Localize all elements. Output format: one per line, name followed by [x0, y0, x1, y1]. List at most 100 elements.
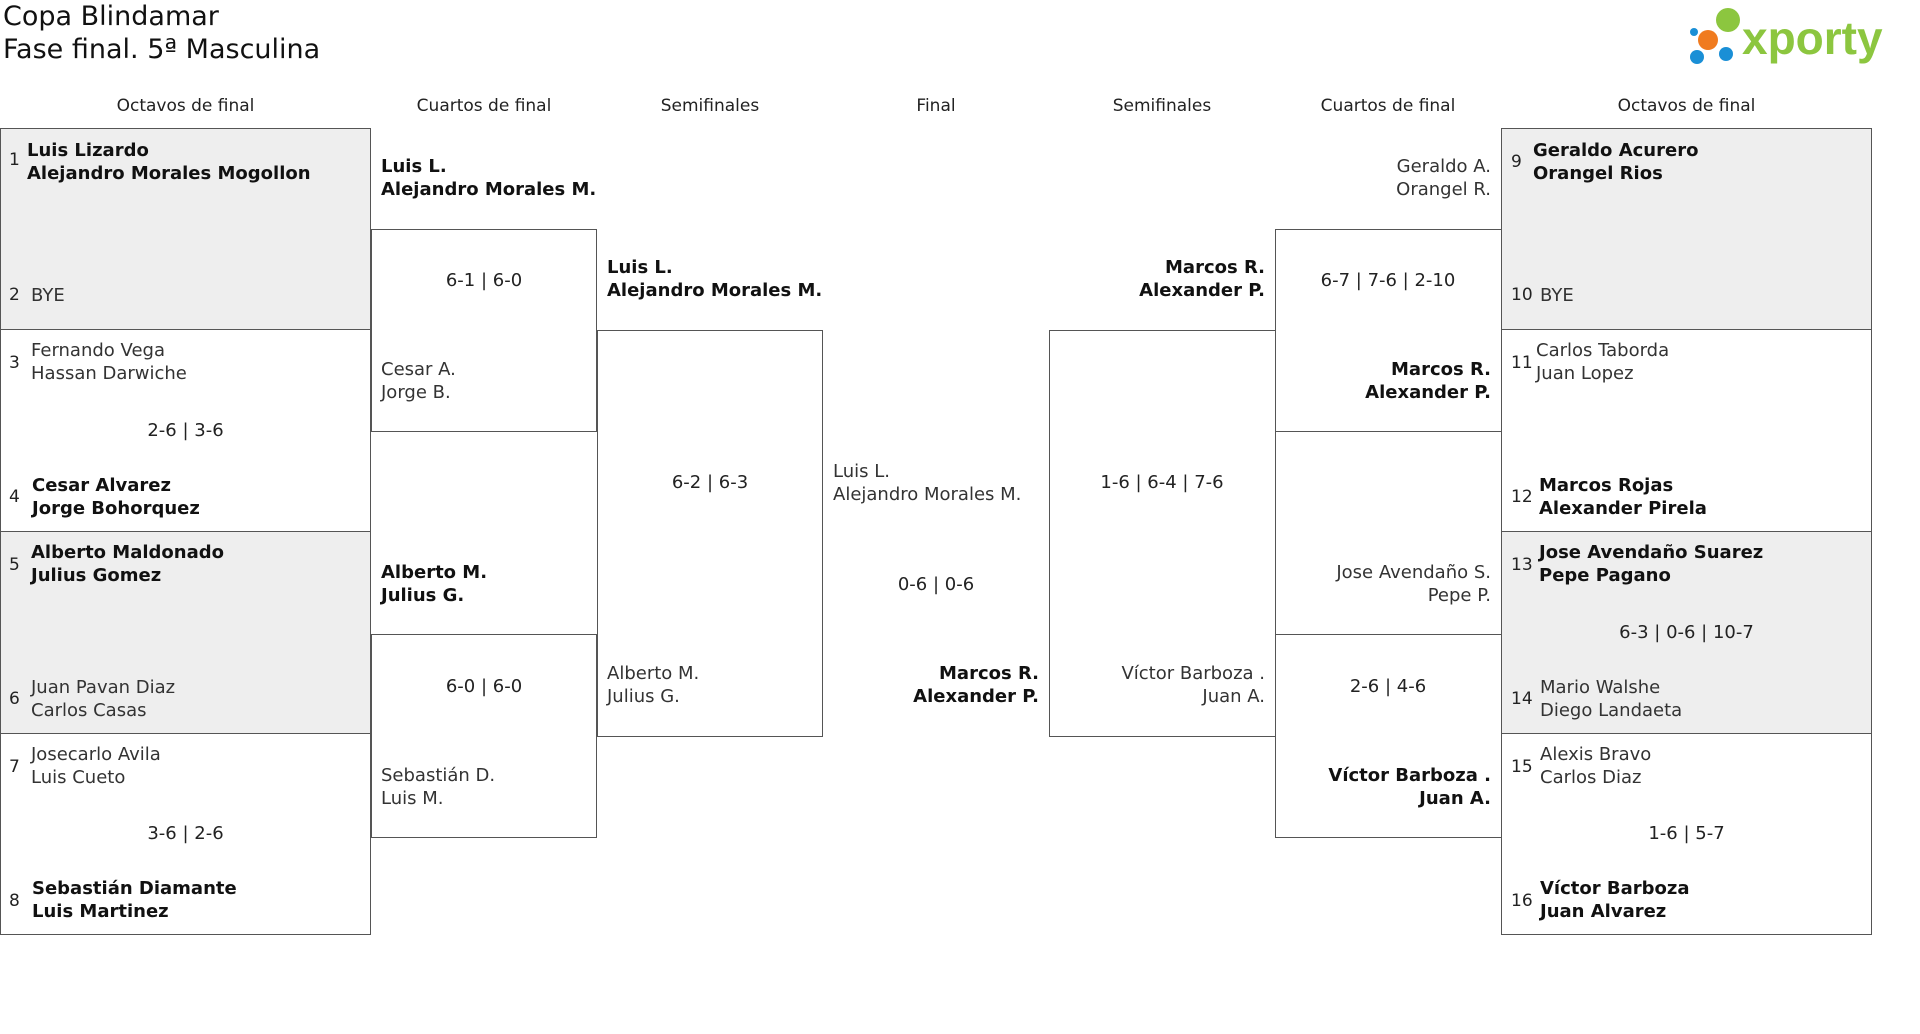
r16-left-match-4[interactable]	[0, 733, 371, 935]
sf-right-match[interactable]	[1049, 330, 1276, 737]
player-name: Marcos R.	[1165, 257, 1265, 278]
player-name: Víctor Barboza .	[1328, 765, 1491, 786]
player-name: Luis Lizardo	[27, 140, 149, 161]
sf-left-team-b[interactable]: Alberto M. Julius G.	[607, 662, 699, 708]
player-name: Fernando Vega	[31, 340, 165, 361]
seed-number: 7	[9, 757, 20, 777]
team-slot[interactable]: Alberto Maldonado Julius Gomez	[31, 541, 224, 587]
logo-dot-blue-small	[1690, 50, 1704, 64]
bye-label: BYE	[31, 285, 65, 306]
sf-right-team-a[interactable]: Marcos R. Alexander P.	[1049, 256, 1265, 302]
team-slot[interactable]: Marcos Rojas Alexander Pirela	[1539, 474, 1707, 520]
player-name: Carlos Taborda	[1536, 340, 1670, 361]
r16-right-match-1[interactable]	[1501, 128, 1872, 330]
seed-number: 8	[9, 891, 20, 911]
seed-number: 13	[1511, 555, 1533, 575]
seed-number: 14	[1511, 689, 1533, 709]
team-slot[interactable]: Víctor Barboza Juan Alvarez	[1540, 877, 1690, 923]
player-name: Luis M.	[381, 788, 444, 809]
player-name: Sebastián D.	[381, 765, 496, 786]
player-name: Carlos Diaz	[1540, 767, 1642, 788]
team-slot[interactable]: BYE	[31, 284, 65, 307]
match-score: 6-0 | 6-0	[445, 676, 523, 697]
r16-right-match-4[interactable]	[1501, 733, 1872, 935]
team-slot[interactable]: BYE	[1540, 284, 1574, 307]
seed-number: 10	[1511, 285, 1533, 305]
r16-left-match-1[interactable]	[0, 128, 371, 330]
player-name: Juan Pavan Diaz	[31, 677, 176, 698]
team-slot[interactable]: Geraldo Acurero Orangel Rios	[1533, 139, 1698, 185]
final-team-a[interactable]: Luis L. Alejandro Morales M.	[833, 460, 1021, 506]
player-name: Juan Alvarez	[1540, 901, 1667, 922]
match-score: 6-3 | 0-6 | 10-7	[1619, 622, 1754, 643]
qf-right-1-team-b[interactable]: Marcos R. Alexander P.	[1275, 358, 1491, 404]
player-name: Cesar A.	[381, 359, 456, 380]
team-slot[interactable]: Jose Avendaño Suarez Pepe Pagano	[1539, 541, 1763, 587]
team-slot[interactable]: Fernando Vega Hassan Darwiche	[31, 339, 187, 385]
logo-dot-green	[1716, 8, 1740, 32]
qf-left-match-1[interactable]	[371, 229, 597, 432]
team-slot[interactable]: Luis Lizardo Alejandro Morales Mogollon	[27, 139, 311, 185]
player-name: Carlos Casas	[31, 700, 147, 721]
player-name: Marcos R.	[1391, 359, 1491, 380]
seed-number: 5	[9, 555, 20, 575]
player-name: Alexander Pirela	[1539, 498, 1707, 519]
team-slot[interactable]: Juan Pavan Diaz Carlos Casas	[31, 676, 175, 722]
player-name: Luis L.	[381, 156, 447, 177]
player-name: Alberto M.	[607, 663, 700, 684]
team-slot[interactable]: Josecarlo Avila Luis Cueto	[31, 743, 161, 789]
col-head-right-qf: Cuartos de final	[1320, 96, 1456, 116]
team-slot[interactable]: Cesar Alvarez Jorge Bohorquez	[32, 474, 200, 520]
xporty-logo[interactable]: xporty	[1690, 2, 1920, 74]
match-score: 2-6 | 4-6	[1349, 676, 1427, 697]
player-name: Geraldo A.	[1396, 156, 1491, 177]
team-slot[interactable]: Alexis Bravo Carlos Diaz	[1540, 743, 1651, 789]
player-name: Mario Walshe	[1540, 677, 1661, 698]
player-name: Alejandro Morales M.	[607, 280, 823, 301]
qf-right-2-team-b[interactable]: Víctor Barboza . Juan A.	[1275, 764, 1491, 810]
player-name: Jose Avendaño Suarez	[1539, 542, 1764, 563]
tournament-title: Copa Blindamar	[3, 1, 219, 32]
qf-right-2-team-a[interactable]: Jose Avendaño S. Pepe P.	[1275, 561, 1491, 607]
phase-subtitle: Fase final. 5ª Masculina	[3, 34, 321, 65]
seed-number: 1	[9, 150, 20, 170]
qf-left-2-team-b[interactable]: Sebastián D. Luis M.	[381, 764, 495, 810]
player-name: Víctor Barboza .	[1121, 663, 1265, 684]
qf-left-1-team-a[interactable]: Luis L. Alejandro Morales M.	[381, 155, 596, 201]
player-name: Alejandro Morales M.	[833, 484, 1022, 505]
player-name: Orangel Rios	[1533, 163, 1663, 184]
sf-left-team-a[interactable]: Luis L. Alejandro Morales M.	[607, 256, 822, 302]
player-name: Pepe Pagano	[1539, 565, 1671, 586]
r16-left-match-3[interactable]	[0, 531, 371, 734]
team-slot[interactable]: Mario Walshe Diego Landaeta	[1540, 676, 1682, 722]
sf-right-team-b[interactable]: Víctor Barboza . Juan A.	[1049, 662, 1265, 708]
player-name: Orangel R.	[1396, 179, 1491, 200]
player-name: Diego Landaeta	[1540, 700, 1683, 721]
match-score: 1-6 | 5-7	[1648, 823, 1725, 844]
final-team-b[interactable]: Marcos R. Alexander P.	[823, 662, 1039, 708]
player-name: Jose Avendaño S.	[1336, 562, 1491, 583]
team-slot[interactable]: Carlos Taborda Juan Lopez	[1536, 339, 1669, 385]
player-name: Alberto M.	[381, 562, 488, 583]
qf-right-1-team-a[interactable]: Geraldo A. Orangel R.	[1275, 155, 1491, 201]
seed-number: 12	[1511, 487, 1533, 507]
qf-left-match-2[interactable]	[371, 634, 597, 838]
col-head-final: Final	[916, 96, 956, 116]
qf-left-1-team-b[interactable]: Cesar A. Jorge B.	[381, 358, 456, 404]
player-name: Alejandro Morales M.	[381, 179, 597, 200]
final-score: 0-6 | 0-6	[897, 574, 975, 595]
seed-number: 6	[9, 689, 20, 709]
sf-left-match[interactable]	[597, 330, 823, 737]
player-name: Luis L.	[607, 257, 673, 278]
team-slot[interactable]: Sebastián Diamante Luis Martinez	[32, 877, 237, 923]
player-name: Julius G.	[607, 686, 680, 707]
match-score: 6-2 | 6-3	[671, 472, 749, 493]
seed-number: 2	[9, 285, 20, 305]
player-name: Juan Lopez	[1536, 363, 1634, 384]
logo-dot-blue-tiny	[1690, 28, 1698, 36]
player-name: Sebastián Diamante	[32, 878, 237, 899]
qf-left-2-team-a[interactable]: Alberto M. Julius G.	[381, 561, 487, 607]
logo-dot-blue	[1719, 47, 1733, 61]
player-name: Hassan Darwiche	[31, 363, 187, 384]
match-score: 3-6 | 2-6	[147, 823, 224, 844]
